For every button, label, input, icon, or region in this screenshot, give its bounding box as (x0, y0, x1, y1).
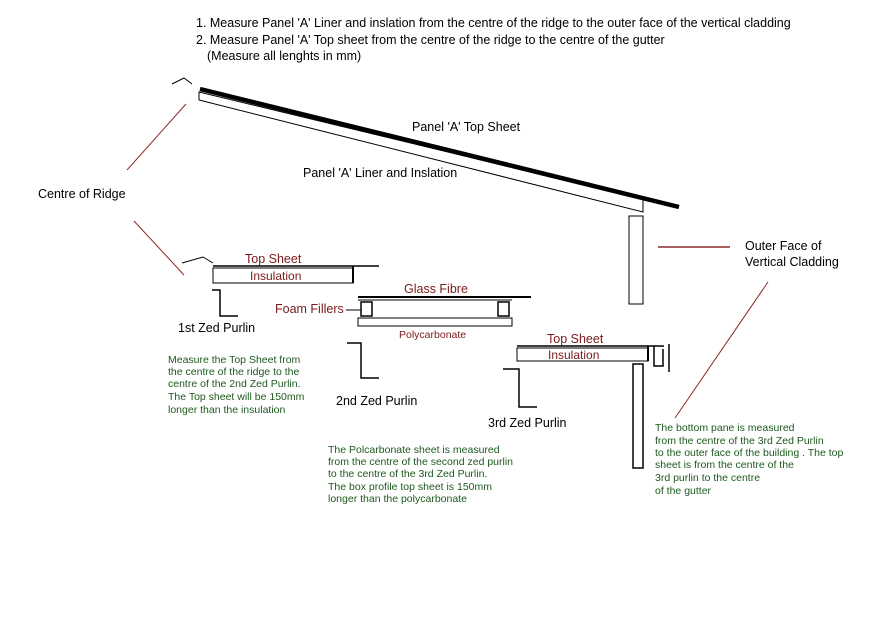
zed-purlin-3 (503, 368, 537, 408)
zed-purlin-2 (347, 342, 379, 379)
note-1-line-4: The Top sheet will be 150mm (168, 391, 305, 403)
note-3-line-6: of the gutter (655, 485, 712, 497)
note-1-line-5: longer than the insulation (168, 404, 285, 416)
polycarbonate-sheet (357, 317, 513, 327)
panel-a-top-sheet-label: Panel 'A' Top Sheet (412, 120, 521, 134)
purlin-3-label: 3rd Zed Purlin (488, 416, 567, 430)
vertical-cladding-lower (632, 363, 644, 469)
gutter (653, 346, 664, 367)
zed-purlin-1 (212, 289, 238, 317)
note-top-sheet: Measure the Top Sheet from the centre of… (168, 354, 305, 416)
note-1-line-1: Measure the Top Sheet from (168, 354, 301, 366)
note-1-line-2: the centre of the ridge to the (168, 366, 299, 378)
note-polycarbonate: The Polcarbonate sheet is measured from … (328, 444, 513, 505)
centre-of-ridge-leader-lower (133, 220, 185, 276)
note-3-line-1: The bottom pane is measured (655, 422, 795, 434)
ridge-cap-detail (181, 256, 214, 264)
note-2-line-5: longer than the polycarbonate (328, 493, 467, 505)
foam-filler-right (497, 301, 510, 317)
centre-of-ridge-label: Centre of Ridge (38, 187, 126, 201)
purlin-2-label: 2nd Zed Purlin (336, 394, 417, 408)
insulation-label-1: Insulation (250, 269, 301, 283)
ridge-cap (171, 77, 193, 85)
note-2-line-3: to the centre of the 3rd Zed Purlin. (328, 468, 487, 480)
insulation-label-2: Insulation (548, 348, 599, 362)
panel-a-liner-outline (198, 91, 644, 213)
top-sheet-label-2: Top Sheet (547, 332, 604, 346)
note-1-line-3: centre of the 2nd Zed Purlin. (168, 378, 301, 390)
note-2-line-4: The box profile top sheet is 150mm (328, 481, 492, 493)
purlin-1-label: 1st Zed Purlin (178, 321, 255, 335)
panel-a-top-sheet-line (199, 86, 680, 210)
note-bottom-pane: The bottom pane is measured from the cen… (655, 422, 844, 497)
note-3-line-5: 3rd purlin to the centre (655, 472, 760, 484)
bottom-pane-leader (674, 281, 769, 419)
outer-face-label-2: Vertical Cladding (745, 255, 839, 269)
instruction-line-3: (Measure all lenghts in mm) (207, 49, 361, 63)
note-3-line-2: from the centre of the 3rd Zed Purlin (655, 435, 824, 447)
note-2-line-1: The Polcarbonate sheet is measured (328, 444, 500, 456)
instruction-line-1: 1. Measure Panel 'A' Liner and inslation… (196, 16, 791, 30)
centre-of-ridge-leader-upper (126, 103, 187, 171)
note-2-line-2: from the centre of the second zed purlin (328, 456, 513, 468)
instruction-line-2: 2. Measure Panel 'A' Top sheet from the … (196, 33, 665, 47)
polycarbonate-label: Polycarbonate (399, 329, 466, 341)
outer-face-label-1: Outer Face of (745, 239, 822, 253)
note-3-line-3: to the outer face of the building . The … (655, 447, 844, 459)
top-sheet-label-1: Top Sheet (245, 252, 302, 266)
vertical-cladding-upper (628, 215, 644, 305)
foam-filler-left (360, 301, 373, 317)
glass-fibre-label: Glass Fibre (404, 282, 468, 296)
note-3-line-4: sheet is from the centre of the (655, 459, 794, 471)
foam-fillers-label: Foam Fillers (275, 302, 344, 316)
panel-a-liner-label: Panel 'A' Liner and Inslation (303, 166, 457, 180)
